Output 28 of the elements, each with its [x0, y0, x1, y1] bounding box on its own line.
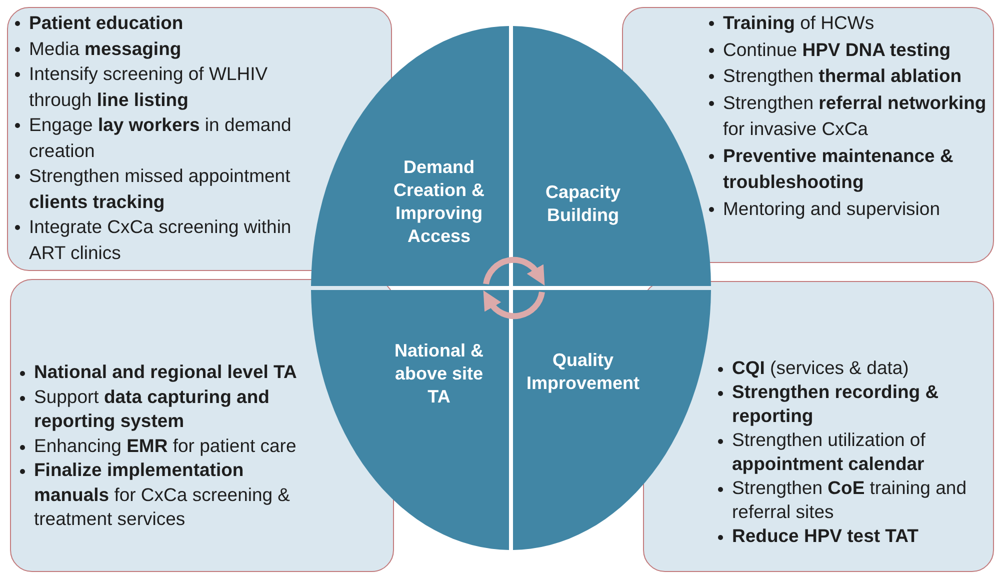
bullet-item: Reduce HPV test TAT	[716, 524, 977, 548]
bullet-item: Media messaging	[13, 36, 301, 61]
ellipse-quadrant	[513, 26, 711, 286]
ellipse-quadrant	[311, 290, 509, 550]
ellipse-quadrant	[311, 26, 509, 286]
bullet-item: Strengthen CoE training and referral sites	[716, 476, 977, 524]
bullet-item: Patient education	[13, 10, 301, 36]
bullet-item: Integrate CxCa screening within ART clinics	[13, 214, 301, 265]
bullet-item: Strengthen recording & reporting	[716, 380, 977, 428]
bullet-item: Strengthen missed appointment clients tracking	[13, 163, 301, 214]
bullet-item: Preventive maintenance & troubleshooting	[707, 142, 992, 196]
content-panel	[643, 281, 994, 572]
quadrant-label: National & above site TA	[393, 340, 484, 408]
ellipse-quadrant	[513, 290, 711, 550]
bullet-item: Continue HPV DNA testing	[707, 36, 992, 63]
bullet-item: National and regional level TA	[18, 360, 309, 384]
bullet-item: Engage lay workers in demand creation	[13, 112, 301, 163]
content-panel	[7, 7, 392, 271]
bullet-item: Finalize implementation manuals for CxCa screening & treatment services	[18, 458, 309, 532]
bullet-item: Training of HCWs	[707, 10, 992, 36]
quadrant-label: Quality Improvement	[525, 349, 641, 395]
bullet-item: Strengthen thermal ablation	[707, 63, 992, 90]
bullet-item: Strengthen referral networking for invasive CxCa	[707, 90, 992, 142]
bullet-item: CQI (services & data)	[716, 356, 977, 380]
bullet-item: Mentoring and supervision	[707, 196, 992, 222]
quadrant-label: Capacity Building	[544, 181, 622, 227]
bullet-item: Enhancing EMR for patient care	[18, 434, 309, 458]
quadrant-label: Demand Creation & Improving Access	[392, 156, 486, 248]
